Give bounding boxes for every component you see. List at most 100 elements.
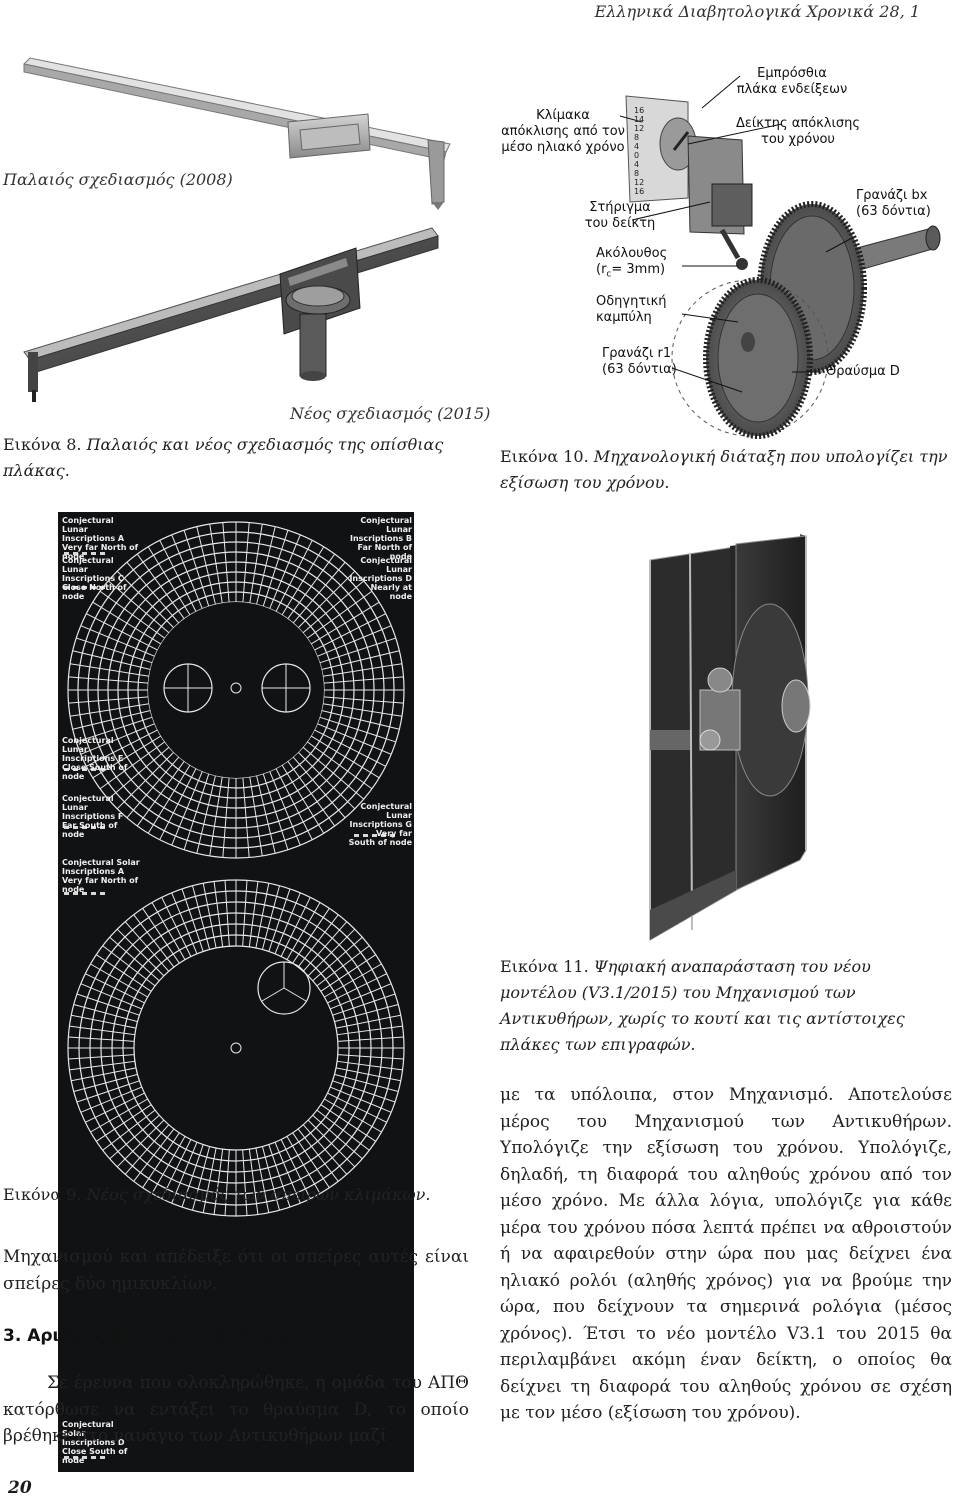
- lower-spiral-spoke: [109, 936, 160, 982]
- lower-spiral-spoke: [96, 1104, 152, 1142]
- upper-spiral-spoke: [209, 776, 223, 857]
- lower-spiral-spoke: [68, 1054, 135, 1060]
- inscription-glyph: [91, 768, 96, 771]
- lower-spiral-spoke: [297, 1128, 339, 1182]
- upper-spiral-spoke: [183, 773, 210, 850]
- lower-spiral-spoke: [312, 936, 363, 982]
- lower-spiral-spoke: [96, 954, 152, 992]
- inscription-label-c: Conjectural Lunar Inscriptions C Close N…: [62, 556, 127, 601]
- upper-spiral-spoke: [196, 775, 216, 854]
- inscription-glyph: [381, 834, 386, 837]
- upper-spiral-spoke: [99, 590, 166, 639]
- inscription-label-a: Conjectural Lunar Inscriptions A Very fa…: [62, 516, 139, 561]
- upper-spiral-spoke: [107, 580, 170, 634]
- page-number: 20: [8, 1478, 32, 1498]
- lower-subdial-hand: [283, 987, 307, 1002]
- lower-spiral-spoke: [192, 885, 211, 950]
- lower-spiral-spoke: [102, 1109, 156, 1151]
- upper-spiral-spoke: [269, 534, 301, 609]
- lower-spiral-spoke: [332, 1080, 396, 1103]
- upper-spiral-spoke: [297, 570, 356, 629]
- gear-r1: [671, 277, 829, 439]
- label-follower: Ακόλουθος (rc= 3mm): [596, 246, 692, 283]
- lower-spiral-spoke: [307, 928, 356, 977]
- upper-spiral-spoke: [76, 716, 153, 743]
- figure-11-caption-title: Εικόνα 11.: [500, 957, 589, 976]
- upper-spiral-spoke: [275, 768, 313, 840]
- upper-spiral-spoke: [262, 530, 289, 607]
- upper-center-hole: [230, 682, 242, 694]
- lower-spiral-spoke: [337, 1036, 404, 1042]
- inscription-glyph: [91, 586, 96, 589]
- lower-spiral-spoke: [280, 1139, 311, 1199]
- figure-8-caption-title: Εικόνα 8.: [3, 435, 82, 454]
- upper-spiral-spoke: [147, 546, 191, 616]
- lower-spiral-spoke: [124, 921, 170, 972]
- upper-spiral-spoke: [76, 637, 153, 664]
- inscription-glyph: [100, 586, 105, 589]
- lower-spiral-spoke: [69, 1060, 135, 1071]
- lower-spiral-spoke: [69, 1025, 135, 1036]
- lower-spiral-spoke: [286, 1136, 321, 1194]
- label-gear-r1: Γρανάζι r1 (63 δόντια): [602, 346, 688, 378]
- label-scale: Κλίμακα απόκλισης από τον μέσο ηλιακό χρ…: [501, 108, 625, 155]
- new-design-bar: [23, 227, 439, 402]
- upper-spiral-spoke: [126, 561, 180, 624]
- lower-spiral-spoke: [324, 1098, 382, 1133]
- upper-spiral-spoke: [116, 751, 175, 810]
- figure-8-new-design-label: Νέος σχεδιασμός (2015): [290, 404, 491, 423]
- lower-spiral-spoke: [124, 1124, 170, 1175]
- lower-spiral-spoke: [248, 881, 259, 947]
- upper-spiral-spoke: [116, 570, 175, 629]
- upper-spiral-spoke: [183, 530, 210, 607]
- inscription-glyph: [73, 1456, 78, 1459]
- lower-spiral-spoke: [316, 945, 370, 987]
- upper-spiral-spoke: [126, 756, 180, 819]
- lower-spiral-spoke: [307, 1119, 356, 1168]
- figure-10-caption-title: Εικόνα 10.: [500, 447, 589, 466]
- lower-spiral-spoke: [248, 1149, 259, 1215]
- scale-mark: 16: [634, 187, 645, 196]
- upper-spiral-spoke: [317, 723, 392, 755]
- lower-spiral-spoke: [274, 1142, 301, 1204]
- upper-spiral-spoke: [72, 650, 151, 670]
- scale-mark: 0: [634, 151, 640, 160]
- inscription-glyph: [91, 826, 96, 829]
- upper-spiral-spoke: [147, 764, 191, 834]
- upper-spiral-spoke: [322, 703, 403, 717]
- inscription-glyph: [390, 834, 395, 837]
- figure-11-caption-text: Ψηφιακή αναπαράσταση του νέου μοντέλου (…: [500, 957, 905, 1054]
- lower-spiral-spoke: [334, 1004, 399, 1023]
- upper-spiral-spoke: [222, 777, 230, 858]
- lower-spiral-spoke: [142, 908, 180, 964]
- lower-spiral-spoke: [330, 983, 392, 1010]
- inscription-glyph: [64, 892, 69, 895]
- upper-spiral-spoke: [196, 526, 216, 605]
- inscription-glyph: [100, 768, 105, 771]
- label-follower-name: Ακόλουθος: [596, 246, 668, 261]
- label-gear-bx: Γρανάζι bx (63 δόντια): [856, 188, 942, 220]
- lower-spiral-spoke: [261, 1146, 280, 1211]
- inscription-glyph: [363, 834, 368, 837]
- label-gear-bx-name: Γρανάζι bx: [856, 188, 928, 203]
- lower-spiral-spoke: [274, 892, 301, 954]
- figure-9-caption-title: Εικόνα 9.: [3, 1185, 82, 1204]
- upper-spiral-spoke: [86, 613, 158, 651]
- inscription-glyph: [82, 586, 87, 589]
- lower-spiral-hub: [136, 948, 336, 1148]
- upper-spiral-spoke: [292, 756, 346, 819]
- inscription-glyph: [100, 892, 105, 895]
- section-heading: 3. Αριθμός δεικτών ενδείξεων: [3, 1326, 289, 1346]
- lower-spiral-spoke: [327, 1092, 387, 1123]
- scale-mark: 12: [634, 124, 645, 133]
- figure-9-caption: Εικόνα 9. Νέος σχεδιασμός των σπειρών κλ…: [3, 1182, 473, 1208]
- upper-spiral-spoke: [92, 601, 162, 645]
- lower-spiral-spoke: [242, 1149, 248, 1216]
- lower-spiral-spoke: [71, 1067, 137, 1082]
- lower-spiral-spoke: [133, 914, 175, 968]
- upper-spiral-spoke: [281, 764, 325, 834]
- lower-spiral-spoke: [181, 1144, 204, 1208]
- upper-spiral-spoke: [319, 716, 396, 743]
- lower-spiral-spoke: [302, 921, 348, 972]
- upper-spiral-spoke: [99, 741, 166, 790]
